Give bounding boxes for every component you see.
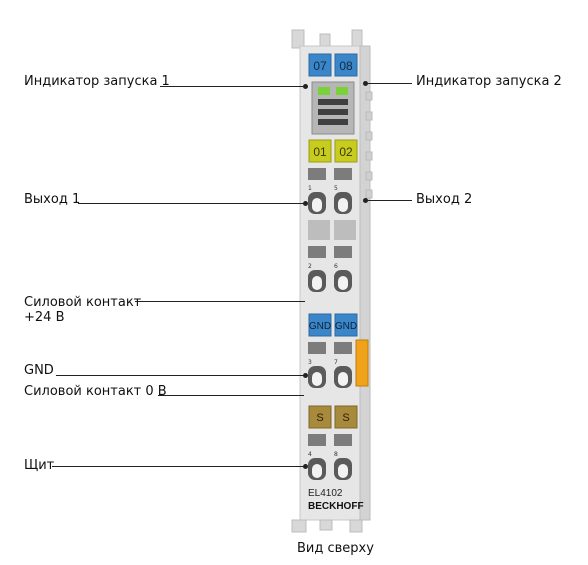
svg-text:7: 7 (334, 359, 338, 366)
label-output-1: Выход 1 (24, 192, 81, 207)
leader-power-contact-24v (135, 301, 305, 302)
leader-dot-output-1 (303, 201, 308, 206)
caption-top-view: Вид сверху (297, 541, 374, 556)
svg-text:2: 2 (308, 263, 312, 270)
svg-text:3: 3 (308, 359, 312, 366)
run-led-1 (318, 87, 330, 95)
label-run-indicator-1: Индикатор запуска 1 (24, 74, 170, 89)
output-label-01: 01 (313, 145, 327, 159)
output-label-tabs: 01 02 (308, 139, 358, 163)
label-power-contact-24v-line1: Силовой контакт (24, 295, 142, 310)
run-led-2 (336, 87, 348, 95)
led-block (311, 81, 355, 135)
top-label-07: 07 (313, 59, 327, 73)
label-power-contact-24v-line2: +24 В (24, 310, 65, 325)
svg-text:6: 6 (334, 263, 338, 270)
contact-group-4: 4 8 (308, 434, 352, 480)
svg-text:5: 5 (334, 185, 338, 192)
leader-power-contact-0v (158, 395, 304, 396)
output-label-02: 02 (339, 145, 353, 159)
leader-run-indicator-1 (160, 86, 306, 87)
leader-output-1 (78, 203, 306, 204)
svg-text:1: 1 (308, 185, 312, 192)
label-shield: Щит (24, 458, 55, 473)
leader-gnd (56, 375, 306, 376)
gnd-label-tabs: GND GND (308, 313, 358, 337)
top-clip (291, 29, 363, 49)
contact-group-2: 2 6 (308, 246, 352, 292)
label-power-contact-0v: Силовой контакт 0 В (24, 384, 167, 399)
svg-text:S: S (342, 412, 349, 424)
leader-dot-run-indicator-1 (303, 84, 308, 89)
leader-output-2 (366, 200, 412, 201)
label-gnd: GND (24, 363, 54, 378)
leader-run-indicator-2 (366, 83, 412, 84)
contact-group-3: 3 7 (308, 339, 369, 388)
brand-name: BECKHOFF (308, 501, 364, 512)
leader-dot-shield (303, 464, 308, 469)
bottom-clip (291, 519, 363, 533)
model-name: EL4102 (308, 488, 343, 499)
orange-power-contact (355, 339, 369, 387)
leader-dot-output-2 (363, 198, 368, 203)
leader-shield (52, 466, 306, 467)
leader-dot-gnd (303, 373, 308, 378)
svg-text:GND: GND (309, 321, 331, 332)
label-run-indicator-2: Индикатор запуска 2 (416, 74, 562, 89)
svg-text:8: 8 (334, 451, 338, 458)
label-output-2: Выход 2 (416, 192, 473, 207)
top-label-tabs: 07 08 (308, 53, 358, 77)
top-label-08: 08 (339, 59, 353, 73)
leader-dot-run-indicator-2 (363, 81, 368, 86)
contact-group-1: 1 5 (308, 168, 352, 214)
svg-text:GND: GND (335, 321, 357, 332)
shield-label-tabs: S S (308, 405, 358, 429)
svg-text:S: S (316, 412, 323, 424)
svg-text:4: 4 (308, 451, 312, 458)
